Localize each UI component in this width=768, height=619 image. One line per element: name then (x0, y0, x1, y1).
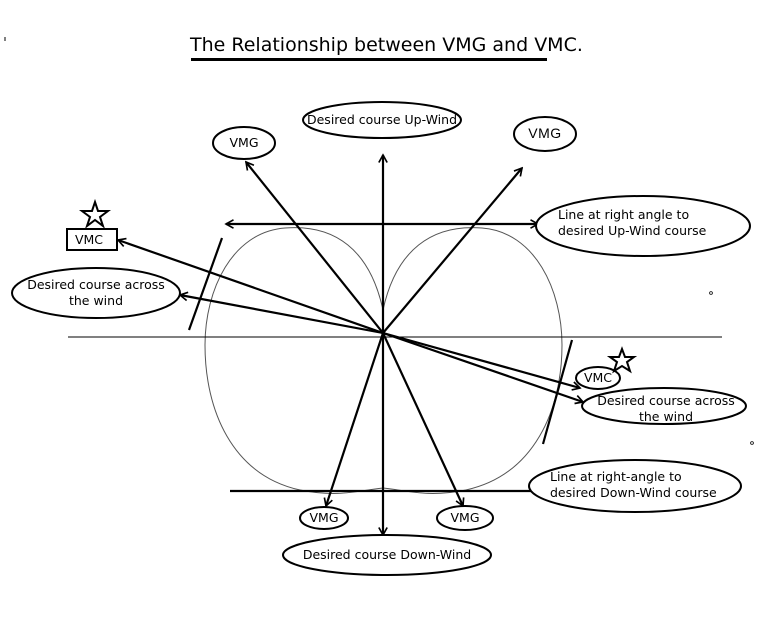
vmc-left-label: VMC (74, 232, 104, 247)
stray-dot (750, 441, 754, 445)
vmg-lower-left-ellipse (299, 506, 349, 530)
title-underline (191, 58, 547, 61)
right-angle-up-label: Line at right angle to desired Up-Wind c… (558, 207, 707, 238)
star-icon (606, 346, 638, 374)
vmc-right-label: VMC (583, 370, 613, 385)
right-angle-up-ellipse (535, 195, 751, 257)
vmg-lower-right-label: VMG (450, 510, 480, 525)
across-right-ellipse (581, 387, 747, 425)
vmg-upper-left-label: VMG (229, 135, 259, 150)
upwind-label-ellipse (302, 101, 462, 139)
upwind-label: Desired course Up-Wind (306, 112, 458, 127)
vmg-upper-left-ellipse (212, 126, 276, 160)
downwind-label-ellipse (282, 534, 492, 576)
vmc-right-arrow (382, 331, 580, 388)
across-left-label: Desired course across the wind (27, 277, 165, 308)
across-right-label: Desired course across the wind (597, 393, 735, 424)
vmg-upper-right-arrow (382, 168, 522, 334)
vmg-lower-left-arrow (326, 332, 385, 506)
vmc-left-arrow (118, 240, 384, 335)
downwind-label: Desired course Down-Wind (302, 547, 472, 562)
right-angle-down-label: Line at right-angle to desired Down-Wind… (550, 469, 717, 500)
across-left-ellipse (11, 267, 181, 319)
vmg-upper-right-label: VMG (528, 125, 562, 141)
vmg-upper-left-arrow (246, 162, 384, 334)
vmg-lower-left-label: VMG (309, 510, 339, 525)
across-left-arrow (180, 295, 384, 335)
diagram-title: The Relationship between VMG and VMC. (190, 34, 583, 56)
vmg-lower-right-ellipse (436, 505, 494, 531)
vmg-lower-right-arrow (382, 332, 463, 506)
vmc-left-box (66, 228, 118, 251)
star-icon (79, 198, 111, 229)
right-angle-down-ellipse (528, 459, 742, 513)
left-tangent-line (187, 237, 224, 331)
right-tangent-line (541, 339, 574, 445)
vmc-right-ellipse (575, 366, 621, 390)
across-right-arrow (382, 331, 583, 402)
vmg-upper-right-ellipse (513, 116, 577, 152)
stray-dot (709, 291, 713, 295)
